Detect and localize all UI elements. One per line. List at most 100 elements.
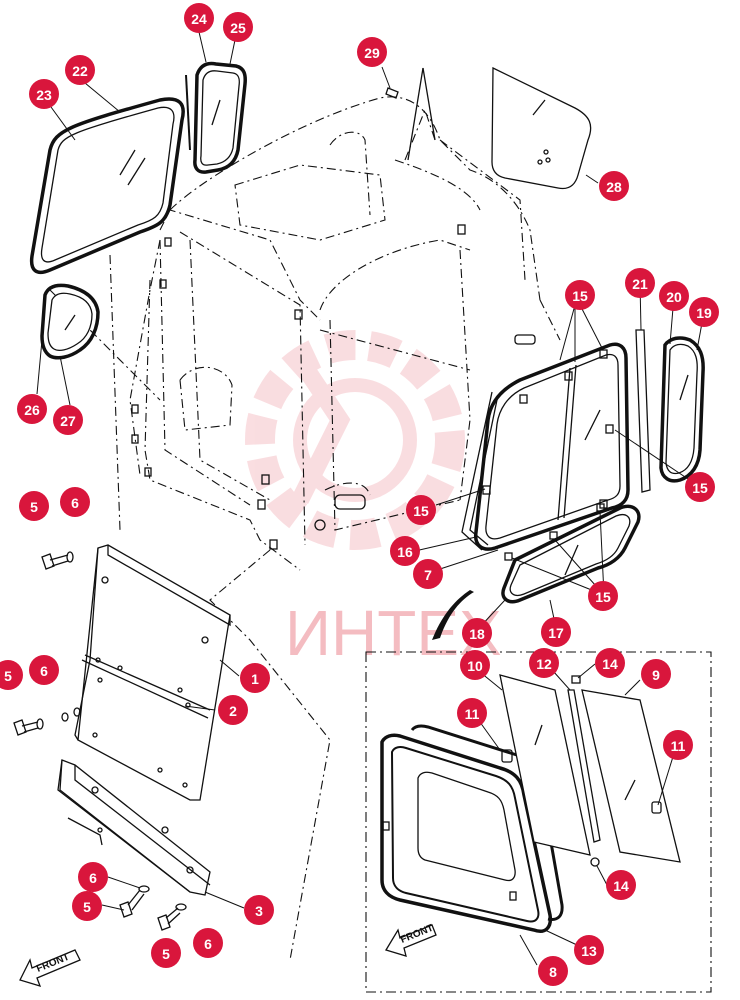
callout-label: 15 (692, 480, 708, 496)
lower-door-glass-17 (501, 503, 641, 604)
callout-circle (17, 394, 47, 424)
callout-circle (462, 618, 492, 648)
callout-c25: 25 (223, 12, 253, 42)
front-arrow-left: FRONT (19, 949, 81, 987)
callout-label: 12 (536, 656, 552, 672)
callout-circle (72, 891, 102, 921)
callout-c6c: 6 (78, 862, 108, 892)
callout-label: 3 (255, 903, 263, 919)
callout-circle (151, 938, 181, 968)
callout-label: 5 (162, 946, 170, 962)
callout-circle (65, 55, 95, 85)
callout-circle (0, 660, 23, 690)
callout-c5b: 5 (0, 660, 23, 690)
callout-c1: 1 (240, 663, 270, 693)
callout-label: 21 (632, 276, 648, 292)
callout-circle (460, 650, 490, 680)
bolt-29 (385, 67, 436, 161)
callout-label: 24 (191, 11, 207, 27)
callout-c3: 3 (244, 895, 274, 925)
callout-label: 14 (613, 878, 629, 894)
callout-c15d: 15 (685, 472, 715, 502)
callout-label: 11 (671, 738, 686, 754)
callout-c13: 13 (574, 935, 604, 965)
rear-upper-glass-23 (29, 97, 185, 275)
callout-circle (606, 870, 636, 900)
callout-c6d: 6 (193, 928, 223, 958)
callout-circle (565, 280, 595, 310)
callout-c29: 29 (357, 37, 387, 67)
callout-label: 22 (72, 63, 88, 79)
callout-circle (625, 268, 655, 298)
door-handle (514, 334, 536, 345)
callout-c10: 10 (460, 650, 490, 680)
callout-circle (244, 895, 274, 925)
inset-arrow (432, 590, 474, 640)
callout-circle (53, 405, 83, 435)
callout-label: 1 (251, 671, 259, 687)
callout-label: 7 (424, 567, 432, 583)
callout-circle (29, 79, 59, 109)
callout-circle (193, 928, 223, 958)
callout-circle (19, 491, 49, 521)
callout-label: 6 (89, 870, 97, 886)
callout-c6b: 6 (29, 655, 59, 685)
callout-c15c: 15 (588, 581, 618, 611)
callout-c5d: 5 (151, 938, 181, 968)
rear-small-glass-27 (40, 283, 100, 360)
callout-c8: 8 (538, 956, 568, 986)
callout-circle (689, 297, 719, 327)
callout-group: 1235555666678910111112131414151515151617… (0, 3, 719, 986)
rear-small-glass-25 (185, 61, 247, 174)
callout-circle (529, 648, 559, 678)
panel-1 (74, 544, 231, 801)
callout-label: 5 (30, 499, 38, 515)
callout-label: 20 (666, 289, 682, 305)
callout-label: 14 (602, 656, 618, 672)
callout-circle (641, 659, 671, 689)
callout-c19: 19 (689, 297, 719, 327)
callout-c23: 23 (29, 79, 59, 109)
callout-c11b: 11 (663, 730, 693, 760)
callout-circle (357, 37, 387, 67)
callout-c21: 21 (625, 268, 655, 298)
callout-label: 5 (4, 668, 12, 684)
callout-circle (60, 487, 90, 517)
callout-label: 2 (229, 703, 237, 719)
callout-circle (223, 12, 253, 42)
callout-label: 26 (24, 402, 40, 418)
roof-glass-28 (491, 66, 592, 190)
callout-label: 18 (469, 626, 485, 642)
callout-c11a: 11 (457, 698, 487, 728)
callout-c5a: 5 (19, 491, 49, 521)
callout-c22: 22 (65, 55, 95, 85)
callout-label: 5 (83, 899, 91, 915)
callout-c26: 26 (17, 394, 47, 424)
callout-circle (457, 698, 487, 728)
inset-door-detail: FRONT (365, 651, 712, 993)
callout-c9: 9 (641, 659, 671, 689)
cab-frame (49, 96, 561, 961)
callout-label: 11 (465, 706, 480, 722)
callout-circle (413, 559, 443, 589)
callout-c12: 12 (529, 648, 559, 678)
callout-c27: 27 (53, 405, 83, 435)
callout-c28: 28 (599, 171, 629, 201)
callout-label: 6 (40, 663, 48, 679)
callout-c24: 24 (184, 3, 214, 33)
callout-circle (595, 648, 625, 678)
bolt-washer-lower-left (119, 885, 150, 918)
callout-label: 27 (60, 413, 76, 429)
callout-label: 9 (652, 667, 660, 683)
callout-circle (406, 495, 436, 525)
callout-c15b: 15 (406, 495, 436, 525)
callout-c18: 18 (462, 618, 492, 648)
callout-circle (663, 730, 693, 760)
callout-circle (659, 281, 689, 311)
callout-label: 17 (548, 625, 564, 641)
callout-circle (390, 536, 420, 566)
callout-circle (240, 663, 270, 693)
callout-circle (541, 617, 571, 647)
bolt-washer-lower-right (157, 903, 187, 931)
side-glass-19 (659, 336, 705, 483)
